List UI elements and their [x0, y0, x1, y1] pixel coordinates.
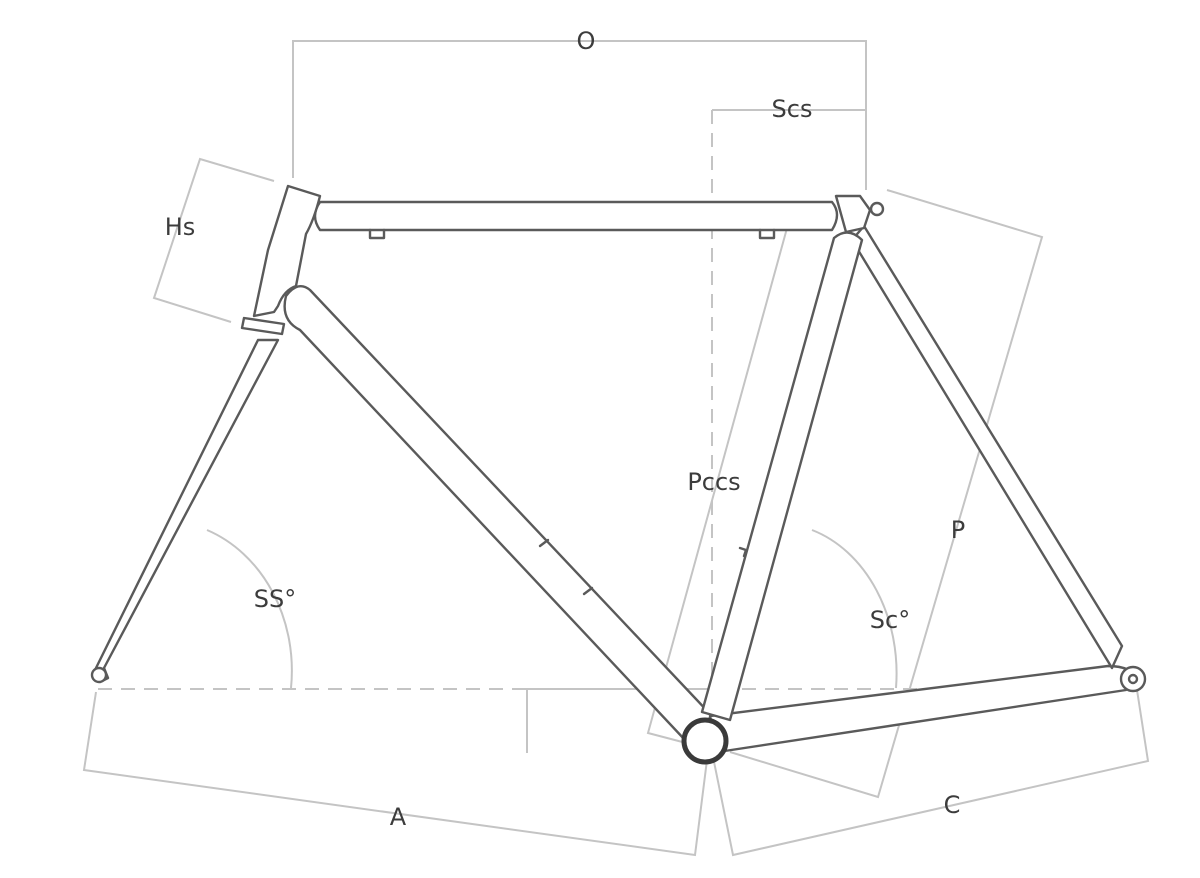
dimension-a-bracket [82, 691, 709, 857]
rear-axle-slot [1127, 673, 1139, 685]
label-hs: Hs [165, 213, 196, 241]
dimension-hs-bracket [152, 157, 275, 323]
bottom-bracket-shell [681, 717, 729, 765]
front-dropout [90, 666, 108, 684]
dimension-labels: O Scs Hs Pccs P SS° Sc° A C [165, 27, 966, 831]
headset-lower-cup [240, 316, 286, 336]
label-seat-angle: Sc° [870, 606, 910, 634]
bike-frame [90, 184, 1147, 765]
top-tube-cable-guide-front [368, 228, 386, 240]
seat-cluster [834, 194, 872, 234]
label-c: C [944, 791, 961, 819]
label-head-angle: SS° [254, 585, 296, 613]
label-o: O [577, 27, 596, 55]
chainstay [708, 664, 1140, 754]
down-tube-boss-upper [538, 538, 550, 548]
head-angle-arc [206, 529, 293, 689]
seatstay [850, 224, 1124, 670]
fork [94, 338, 280, 684]
dimension-p-bracket [729, 189, 1044, 799]
head-tube [252, 184, 322, 318]
top-tube-cable-guide-rear [758, 228, 776, 240]
down-tube-boss-lower [582, 586, 594, 596]
down-tube [283, 284, 714, 742]
seat-binder-bolt [869, 201, 885, 217]
label-a: A [390, 803, 407, 831]
top-tube [313, 200, 839, 232]
label-p: P [951, 516, 965, 544]
rear-dropout [1119, 665, 1147, 693]
dimension-c-bracket [711, 689, 1150, 857]
dimension-o-bracket [292, 40, 867, 190]
seat-tube [700, 231, 864, 722]
label-scs: Scs [772, 95, 813, 123]
seat-angle-arc [811, 529, 898, 689]
seat-tube-boss [738, 546, 748, 558]
label-pccs: Pccs [687, 468, 740, 496]
